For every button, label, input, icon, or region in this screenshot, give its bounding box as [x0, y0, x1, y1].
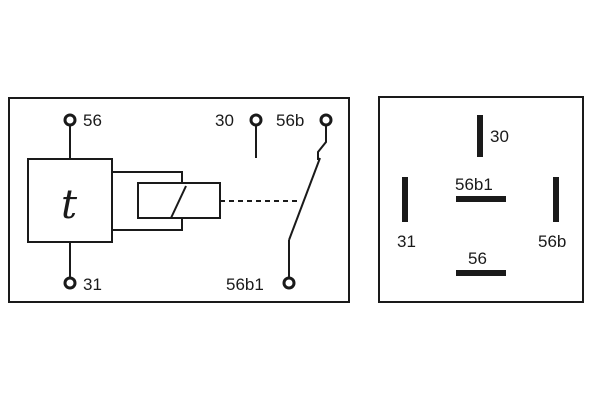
contact-56b-wire	[317, 125, 327, 160]
terminal-30-pin	[249, 113, 263, 127]
pin-56b1-label: 56b1	[455, 175, 493, 194]
pin-31-label: 31	[397, 232, 416, 251]
terminal-56-pin	[63, 113, 77, 127]
terminal-31-label: 31	[83, 275, 102, 294]
pin-30-label: 30	[490, 127, 509, 146]
circuit-schematic: t 56 31 30 56b 56b1	[8, 97, 350, 303]
terminal-56b1-label: 56b1	[226, 275, 264, 294]
timer-coil-wire-bottom	[112, 218, 183, 231]
pinout-frame	[378, 96, 584, 303]
terminal-56-label: 56	[83, 111, 102, 130]
terminal-56b-pin	[319, 113, 333, 127]
pin-56-label: 56	[468, 249, 487, 268]
terminal-56b1-pin	[282, 276, 296, 290]
relay-coil-slash	[170, 185, 187, 219]
pin-layout: 30 56b1 31 56b 56	[378, 96, 584, 303]
timer-symbol: t	[61, 182, 78, 228]
pin-56b-label: 56b	[538, 232, 566, 251]
terminal-31-pin	[63, 276, 77, 290]
terminal-56b-label: 56b	[276, 111, 304, 130]
terminal-30-label: 30	[215, 111, 234, 130]
switch-arm	[288, 157, 321, 241]
schematic-frame	[8, 97, 350, 303]
timer-coil-wire-top	[112, 171, 183, 183]
